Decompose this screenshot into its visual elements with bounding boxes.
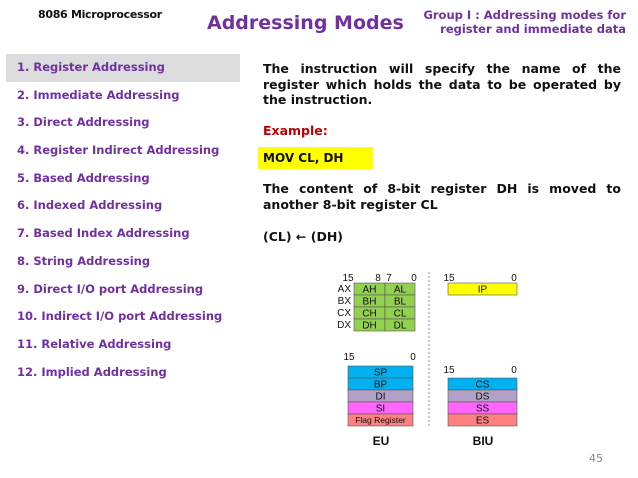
- register-bh-label: BH: [363, 297, 377, 308]
- register-flag-label: Flag Register: [355, 415, 406, 425]
- register-ip-label: IP: [478, 285, 488, 296]
- register-dx-label: DX: [337, 320, 351, 331]
- mode-item-register[interactable]: 1. Register Addressing: [6, 54, 240, 82]
- mode-item-direct[interactable]: 3. Direct Addressing: [17, 115, 150, 130]
- register-si-label: SI: [376, 404, 385, 415]
- gp-bit-7: 7: [386, 273, 392, 284]
- example-label: Example:: [263, 123, 328, 138]
- mode-item-immediate[interactable]: 2. Immediate Addressing: [17, 87, 180, 102]
- register-sp-label: SP: [374, 368, 388, 379]
- group-subtitle-line1: Group I : Addressing modes for: [423, 8, 626, 22]
- explanation-paragraph: The content of 8-bit register DH is move…: [263, 181, 621, 212]
- gp-bit-8: 8: [375, 273, 381, 284]
- group-subtitle: Group I : Addressing modes for register …: [408, 8, 626, 36]
- mode-item-indirect-io[interactable]: 10. Indirect I/O port Addressing: [17, 309, 223, 324]
- register-bl-label: BL: [394, 297, 407, 308]
- ptr-bit-0: 0: [410, 352, 416, 363]
- register-cs-label: CS: [476, 380, 490, 391]
- mode-item-indexed[interactable]: 6. Indexed Addressing: [17, 198, 163, 213]
- seg-bit-15: 15: [443, 365, 455, 376]
- biu-label: BIU: [473, 434, 494, 448]
- ip-bit-15: 15: [443, 273, 455, 284]
- register-ip-cell: [447, 282, 518, 296]
- register-dl-label: DL: [394, 321, 407, 332]
- register-ax-row: AX AH AL: [338, 282, 416, 296]
- register-bx-label: BX: [338, 296, 352, 307]
- register-dx-row: DX DH DL: [337, 318, 416, 332]
- mode-item-register-indirect[interactable]: 4. Register Indirect Addressing: [17, 143, 220, 158]
- gp-bit-0: 0: [411, 273, 417, 284]
- page-number: 45: [589, 452, 603, 465]
- register-ss-label: SS: [476, 404, 490, 415]
- transfer-expression: (CL) ← (DH): [263, 229, 344, 244]
- mode-item-based[interactable]: 5. Based Addressing: [17, 170, 150, 185]
- code-example: MOV CL, DH: [258, 147, 373, 169]
- description-paragraph: The instruction will specify the name of…: [263, 61, 621, 107]
- register-dh-label: DH: [362, 321, 376, 332]
- mode-item-implied[interactable]: 12. Implied Addressing: [17, 364, 167, 379]
- addressing-mode-list: 1. Register Addressing 2. Immediate Addr…: [6, 54, 240, 386]
- register-di-label: DI: [376, 392, 386, 403]
- mode-item-string[interactable]: 8. String Addressing: [17, 253, 151, 268]
- seg-bit-0: 0: [511, 365, 517, 376]
- register-dl-cell: [384, 318, 416, 332]
- eu-label: EU: [373, 434, 390, 448]
- group-subtitle-line2: register and immediate data: [440, 22, 626, 36]
- register-cx-row: CX CH CL: [337, 306, 416, 320]
- register-es-cell: [447, 413, 518, 427]
- gp-bit-15: 15: [342, 273, 354, 284]
- page-title: Addressing Modes: [207, 12, 404, 34]
- register-ch-label: CH: [362, 309, 376, 320]
- register-flag-cell: [347, 413, 414, 427]
- mode-item-based-index[interactable]: 7. Based Index Addressing: [17, 226, 190, 241]
- register-cl-label: CL: [394, 309, 407, 320]
- register-ax-label: AX: [338, 284, 352, 295]
- register-bp-label: BP: [374, 380, 388, 391]
- register-bx-row: BX BH BL: [338, 294, 416, 308]
- course-name: 8086 Microprocessor: [38, 8, 162, 21]
- register-ah-label: AH: [363, 285, 377, 296]
- ptr-bit-15: 15: [343, 352, 355, 363]
- mode-item-direct-io[interactable]: 9. Direct I/O port Addressing: [17, 281, 204, 296]
- register-ds-label: DS: [476, 392, 490, 403]
- register-es-label: ES: [476, 416, 490, 427]
- register-cx-label: CX: [337, 308, 351, 319]
- mode-item-relative[interactable]: 11. Relative Addressing: [17, 336, 172, 351]
- ip-bit-0: 0: [511, 273, 517, 284]
- register-al-label: AL: [394, 285, 407, 296]
